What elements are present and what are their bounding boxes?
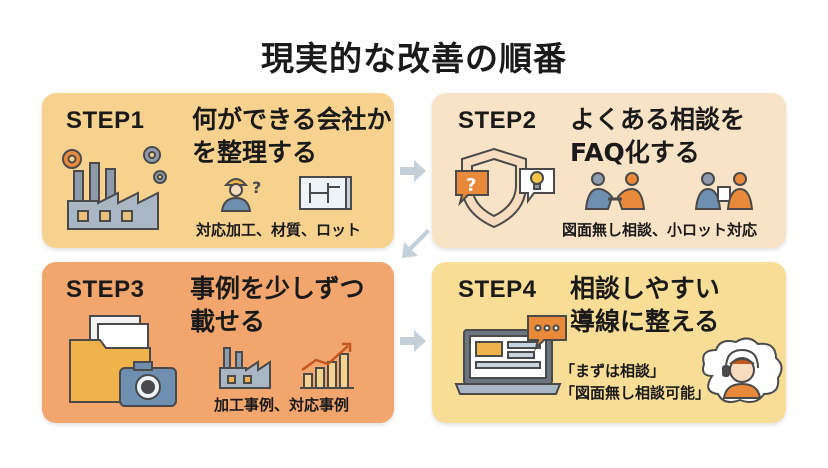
step4-label: STEP4 — [458, 276, 537, 303]
lightbulb-icon — [519, 168, 555, 204]
arrow-right-icon — [400, 330, 426, 352]
camera-icon — [119, 361, 177, 407]
step4-caption-line2: 「図面無し相談可能」 — [560, 384, 711, 402]
laptop-icon — [454, 315, 567, 395]
step1-title-line2: を整理する — [192, 138, 318, 167]
step1-label: STEP1 — [66, 107, 145, 134]
step4-title-line2: 導線に整える — [570, 307, 720, 336]
support-agent-icon — [702, 337, 783, 403]
arrow-down-left-icon — [402, 229, 430, 258]
step3-card: STEP3 事例を少しずつ 載せる — [42, 262, 394, 423]
step2-caption: 図面無し相談、小ロット対応 — [562, 221, 758, 239]
step3-caption: 加工事例、対応事例 — [214, 396, 350, 414]
page-title: 現実的な改善の順番 — [261, 39, 567, 78]
svg-text:?: ? — [252, 178, 261, 197]
worker-question-icon: ? — [220, 178, 261, 212]
arrow-right-icon — [400, 160, 426, 182]
step2-title-line1: よくある相談を — [570, 105, 746, 134]
factory-icon — [62, 146, 167, 230]
step4-caption-line1: 「まずは相談」 — [560, 362, 666, 380]
shield-question-icon: ? — [455, 147, 555, 229]
step3-title-line2: 載せる — [190, 307, 266, 336]
step2-card: STEP2 よくある相談を FAQ化する ? — [432, 93, 786, 248]
consultation-icon — [694, 172, 754, 210]
chat-bubble-icon — [527, 315, 567, 352]
folder-icon — [69, 315, 177, 407]
gear-icon — [62, 149, 82, 169]
step4-title-line1: 相談しやすい — [570, 274, 720, 303]
step2-title-line2: FAQ化する — [570, 138, 700, 167]
blueprint-icon — [299, 176, 352, 210]
handshake-icon — [584, 172, 646, 210]
step1-title-line1: 何ができる会社か — [192, 105, 392, 134]
factory-icon — [219, 347, 271, 389]
step1-caption: 対応加工、材質、ロット — [196, 221, 362, 239]
svg-text:?: ? — [466, 175, 476, 196]
speech-bubble-icon — [455, 170, 489, 207]
growth-chart-icon — [300, 342, 354, 389]
step3-label: STEP3 — [66, 276, 145, 303]
step4-card: STEP4 相談しやすい 導線に整える 「まずは相談」 「図 — [432, 262, 786, 423]
step1-card: STEP1 何ができる会社か を整理する ? — [42, 93, 394, 248]
step3-title-line1: 事例を少しずつ — [190, 274, 365, 303]
step2-label: STEP2 — [458, 107, 537, 134]
